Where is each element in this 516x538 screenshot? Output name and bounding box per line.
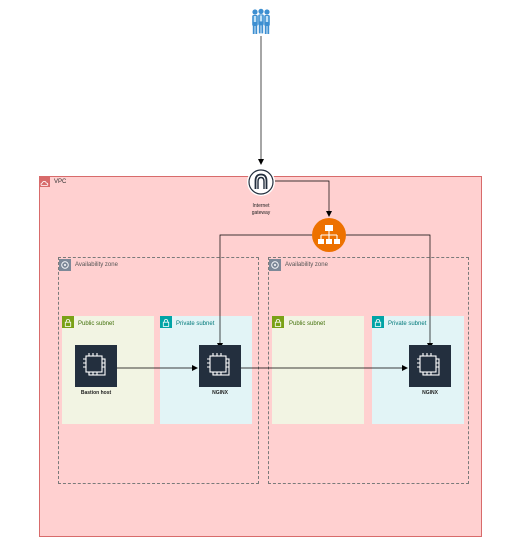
availability-zone-2 — [268, 257, 469, 484]
internet-gateway-label-line1: Internet — [252, 203, 270, 209]
availability-zone-icon — [269, 258, 281, 271]
vpc-icon — [39, 176, 50, 187]
users-icon — [249, 8, 273, 36]
ec2-instance-icon — [409, 345, 451, 387]
connector-gateway-to-lb — [275, 180, 332, 217]
lock-icon — [272, 316, 284, 328]
internet-gateway-icon — [246, 167, 276, 197]
subnet-label: Public subnet — [78, 321, 115, 327]
load-balancer-icon — [312, 218, 346, 252]
ec2-instance-icon — [75, 345, 117, 387]
public-subnet-2 — [272, 316, 364, 424]
connector-lb-to-nginx-1 — [217, 234, 312, 349]
availability-zone-1 — [58, 257, 259, 484]
subnet-label: Private subnet — [388, 321, 427, 327]
availability-zone-label: Availability zone — [75, 262, 118, 268]
internet-gateway-label-line2: gateway — [251, 210, 271, 216]
instance-label: NGINX — [212, 390, 228, 396]
availability-zone-label: Availability zone — [285, 262, 328, 268]
subnet-label: Public subnet — [289, 321, 326, 327]
ec2-instance-icon — [199, 345, 241, 387]
instance-label: Bastion host — [80, 390, 112, 396]
availability-zone-icon — [59, 258, 71, 271]
lock-icon — [372, 316, 384, 328]
lock-icon — [62, 316, 74, 328]
vpc-label: VPC — [54, 179, 67, 185]
subnet-label: Private subnet — [176, 321, 215, 327]
instance-label: NGINX — [422, 390, 438, 396]
connector-lb-to-nginx-2 — [346, 234, 433, 349]
lock-icon — [160, 316, 172, 328]
